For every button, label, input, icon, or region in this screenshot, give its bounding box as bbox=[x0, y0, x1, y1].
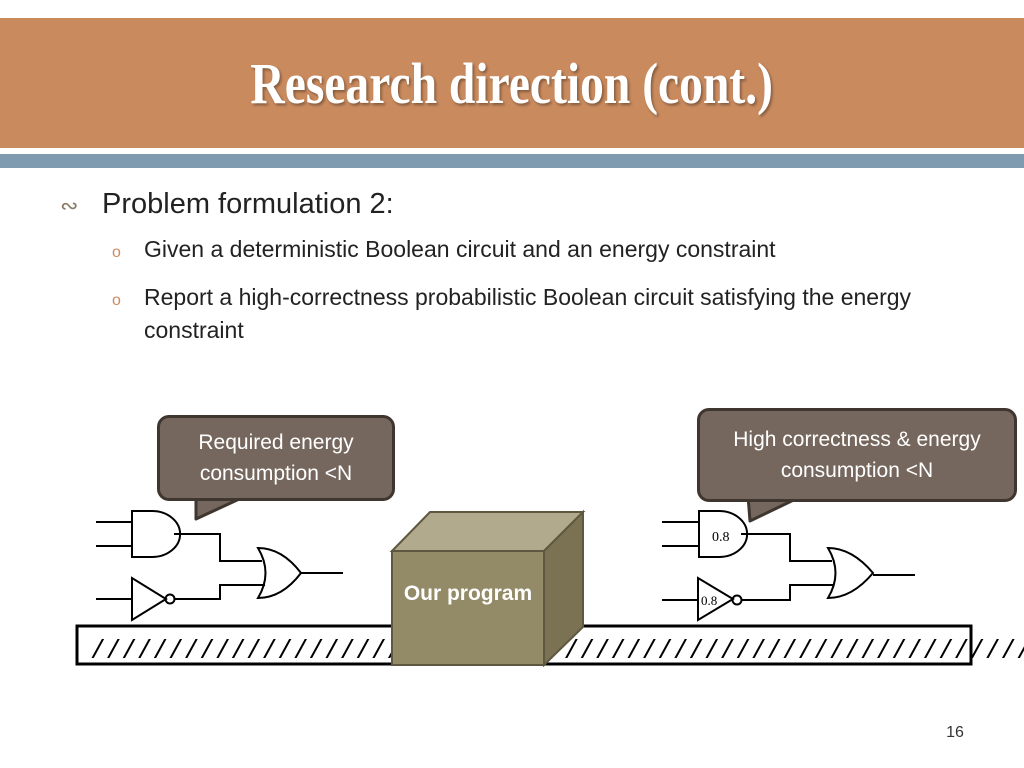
curl-bullet-icon: ∾ bbox=[60, 193, 79, 218]
bullet-text: Problem formulation 2: bbox=[102, 188, 394, 220]
sub-bullet-2: o Report a high-correctness probabilisti… bbox=[112, 281, 980, 347]
not-gate-left bbox=[131, 576, 168, 622]
sub-bullet-text: Report a high-correctness probabilistic … bbox=[144, 284, 912, 343]
program-box bbox=[389, 509, 586, 668]
slide-title: Research direction (cont.) bbox=[250, 50, 774, 116]
bullet-list: ∾ Problem formulation 2: o Given a deter… bbox=[60, 188, 980, 347]
page-number: 16 bbox=[946, 724, 964, 741]
sub-bullet-text: Given a deterministic Boolean circuit an… bbox=[144, 236, 776, 262]
circle-bullet-icon: o bbox=[112, 244, 121, 261]
not-gate-probability: 0.8 bbox=[701, 593, 717, 608]
box-front bbox=[391, 550, 545, 666]
program-box-label: Our program bbox=[403, 582, 533, 605]
or-gate-right bbox=[826, 546, 875, 600]
sub-bullet-1: o Given a deterministic Boolean circuit … bbox=[112, 233, 980, 269]
and-gate-probability: 0.8 bbox=[712, 530, 730, 545]
and-gate-left bbox=[131, 510, 182, 558]
bullet-level1: ∾ Problem formulation 2: bbox=[60, 188, 980, 221]
title-underline bbox=[0, 150, 1024, 154]
probabilistic-circuit bbox=[662, 510, 915, 622]
deterministic-circuit bbox=[96, 510, 343, 622]
callout-required-energy: Required energy consumption <N bbox=[157, 415, 395, 501]
and-gate-right bbox=[698, 510, 749, 558]
circle-bullet-icon: o bbox=[112, 292, 121, 309]
or-gate-left bbox=[256, 546, 303, 600]
callout-high-correctness: High correctness & energy consumption <N bbox=[697, 408, 1017, 502]
accent-bar bbox=[0, 154, 1024, 168]
title-bar: Research direction (cont.) bbox=[0, 18, 1024, 148]
belt-hatching-right: //////////////////////////////////// bbox=[548, 636, 1024, 666]
